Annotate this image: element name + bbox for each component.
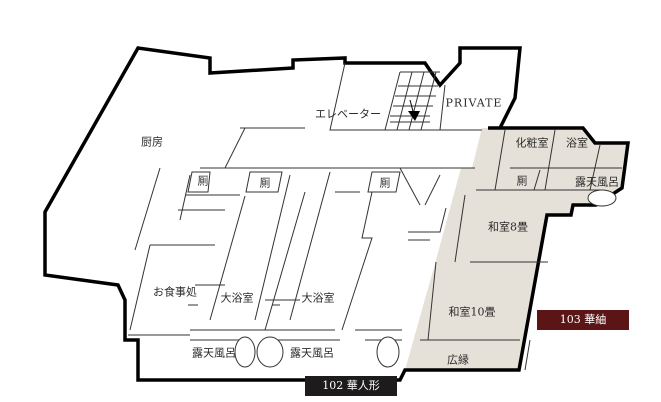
label-toilet: 厠	[197, 174, 209, 188]
label-kitchen: 厨房	[141, 135, 163, 149]
label-vanity: 化粧室	[515, 136, 549, 150]
bath-tub-ellipse	[256, 336, 284, 368]
label-washitsu-8: 和室8畳	[488, 220, 528, 234]
label-open-air-bath: 露天風呂	[290, 346, 334, 360]
label-washitsu-10: 和室10畳	[448, 305, 496, 319]
interior-walls	[128, 62, 622, 371]
label-elevator: エレベーター	[315, 107, 381, 121]
label-open-air-bath-103: 露天風呂	[575, 175, 619, 189]
bath-tub-ellipse	[234, 336, 256, 368]
label-large-bath: 大浴室	[220, 291, 254, 305]
label-private: PRIVATE	[445, 96, 503, 110]
room-103-area	[405, 128, 628, 370]
label-bathroom: 浴室	[566, 136, 588, 150]
label-veranda: 広縁	[447, 353, 469, 367]
label-toilet: 厠	[379, 176, 391, 190]
building-outline	[43, 46, 630, 382]
label-open-air-bath: 露天風呂	[192, 346, 236, 360]
label-toilet: 厠	[516, 174, 528, 188]
room-badge-102: 102 華人形	[305, 376, 397, 396]
down-arrow-icon	[408, 111, 420, 121]
bath-tub-ellipse	[376, 336, 400, 368]
label-dining: お食事処	[153, 285, 197, 299]
bath-tub-ellipse	[587, 189, 617, 207]
label-large-bath: 大浴室	[301, 291, 335, 305]
room-badge-103: 103 華紬	[537, 310, 629, 330]
label-toilet: 厠	[259, 176, 271, 190]
